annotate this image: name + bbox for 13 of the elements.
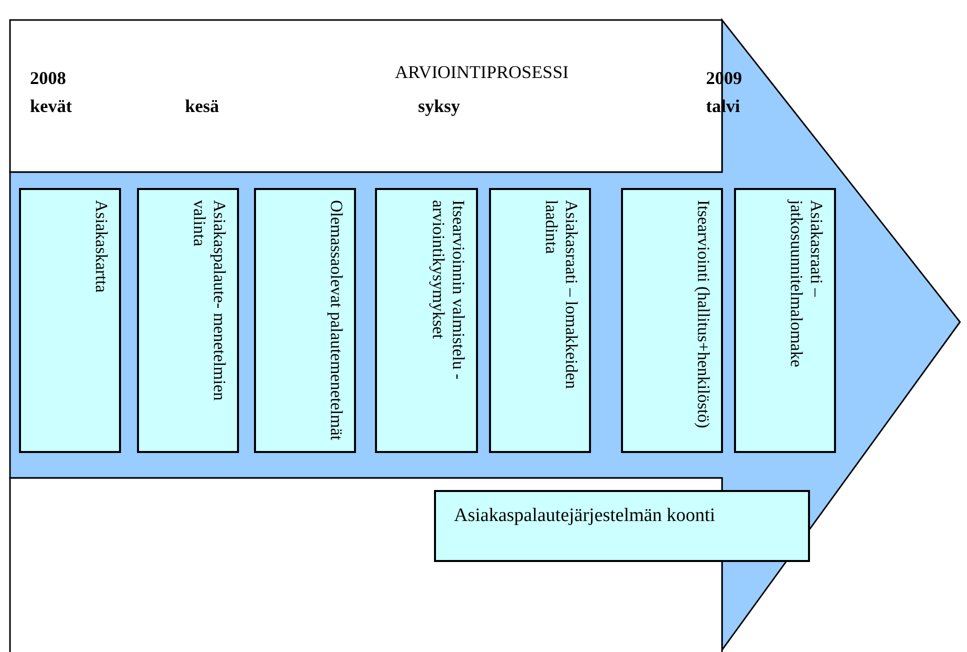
- step-box: Asiakasraati – jatkosuunnitelmalomake: [734, 188, 836, 453]
- season-label: kevät: [30, 96, 72, 117]
- season-label: kesä: [185, 96, 220, 117]
- step-box: Itsearviointi (hallitus+henkilöstö): [621, 188, 723, 453]
- diagram-title: ARVIOINTIPROSESSI: [395, 62, 569, 83]
- season-label: syksy: [418, 96, 460, 117]
- step-box: Asiakaspalautejärjestelmän koonti: [434, 490, 810, 562]
- step-box: Itsearvioinnin valmistelu - arviointikysymykset: [375, 188, 478, 453]
- step-box: Olemassaolevat palautemenetelmät: [254, 188, 356, 453]
- year-label: 2008: [30, 68, 66, 89]
- step-box: Asiakaskartta: [19, 188, 121, 453]
- step-box: Asiakasraati – lomakkeiden laadinta: [489, 188, 591, 453]
- step-box: Asiakaspalaute- menetelmien valinta: [137, 188, 239, 453]
